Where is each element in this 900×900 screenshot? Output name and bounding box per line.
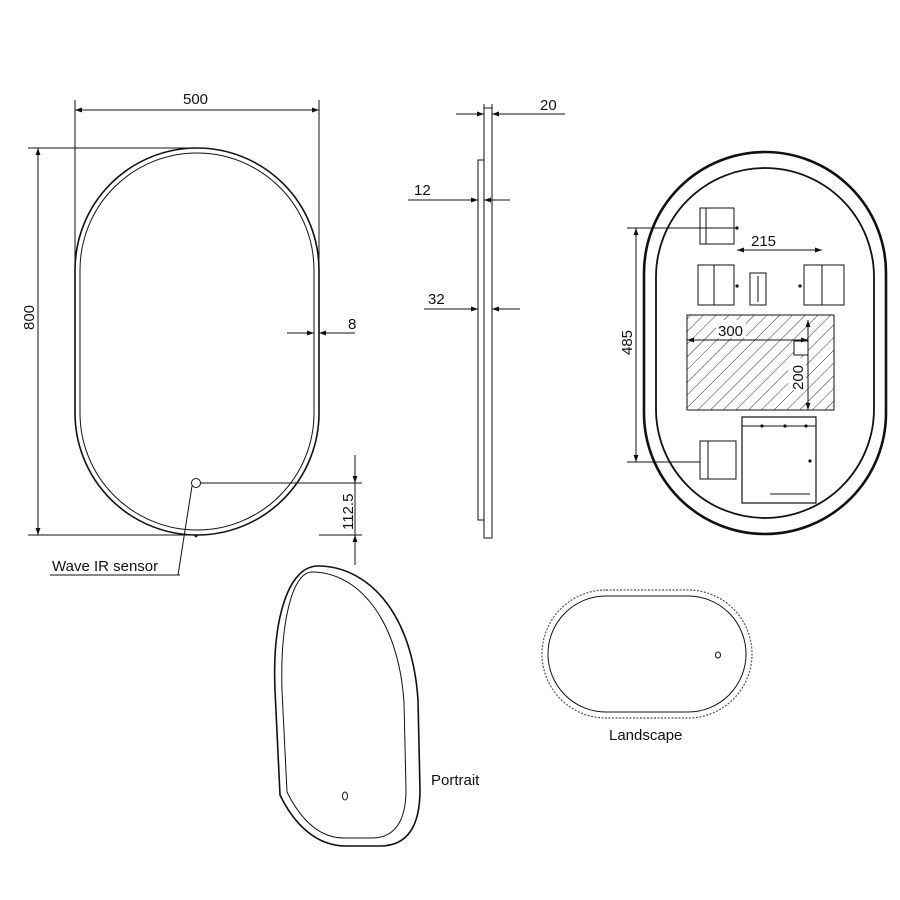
landscape-perspective: Landscape (541, 589, 753, 744)
back-outline-outer (642, 150, 888, 536)
portrait-sensor (342, 791, 348, 801)
switch-module (749, 272, 767, 306)
demister-pad (686, 314, 835, 411)
wall-bracket-bottom (699, 440, 747, 480)
portrait-mirror-face (281, 571, 407, 839)
landscape-label: Landscape (609, 727, 682, 744)
sensor-height-dimension-label: 112.5 (340, 494, 357, 530)
portrait-label: Portrait (431, 772, 480, 789)
landscape-sensor (715, 651, 721, 659)
ir-sensor (191, 478, 201, 488)
wall-bracket-top (699, 207, 739, 245)
dimension-12-label: 12 (414, 182, 431, 199)
dimension-200-label: 200 (790, 365, 807, 390)
sensor-callout-label: Wave IR sensor (52, 558, 158, 575)
dimension-215-label: 215 (751, 233, 776, 250)
back-view: 215 485 300 200 (619, 150, 888, 536)
portrait-mirror-back (273, 565, 421, 847)
landscape-mirror-outer (541, 589, 753, 719)
dimension-300-label: 300 (718, 323, 743, 340)
back-outline-inner (655, 167, 875, 519)
dimension-32-label: 32 (428, 291, 445, 308)
depth-dimension-label: 20 (540, 97, 557, 114)
height-dimension-label: 800 (21, 305, 38, 330)
side-view: 20 12 32 (408, 97, 565, 539)
dimension-485-label: 485 (619, 330, 636, 355)
side-profile-bracket (477, 159, 485, 521)
frame-dimension-label: 8 (348, 316, 356, 333)
wall-bracket-left (697, 264, 739, 306)
side-profile-frame (483, 107, 493, 539)
width-dimension-label: 500 (183, 91, 208, 108)
front-view: 500 800 8 112.5 Wave IR sensor (21, 91, 362, 576)
landscape-mirror-inner (547, 595, 747, 713)
mirror-outline-outer (74, 147, 320, 536)
wall-bracket-right (798, 264, 845, 306)
mirror-outline-inner (79, 152, 315, 531)
driver-box (741, 416, 817, 504)
portrait-perspective: Portrait (273, 565, 480, 847)
